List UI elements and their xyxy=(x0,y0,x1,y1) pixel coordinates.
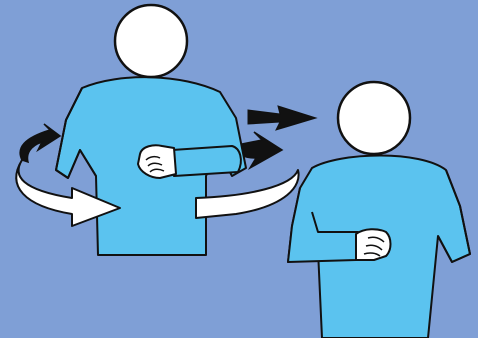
right-figure xyxy=(288,82,470,338)
right-figure-fist xyxy=(356,229,391,260)
left-figure xyxy=(16,5,298,255)
arrow-right-icon xyxy=(248,106,316,130)
left-figure-fist xyxy=(138,145,176,178)
left-figure-forearm xyxy=(172,146,241,176)
right-figure-head xyxy=(338,82,410,154)
left-figure-head xyxy=(115,5,187,77)
